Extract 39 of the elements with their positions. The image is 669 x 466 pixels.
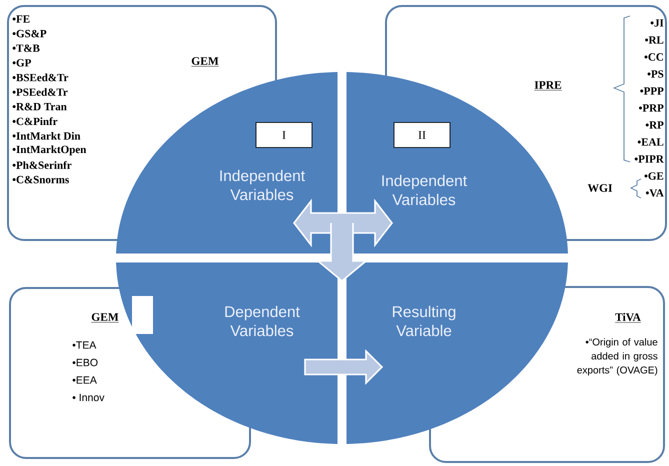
- list-item: •RP: [646, 121, 664, 129]
- list-item: •RL: [645, 36, 664, 44]
- list-item: •IntMarkt Din: [12, 132, 80, 140]
- heading: WGI: [588, 184, 612, 192]
- list-item: •T&B: [12, 44, 40, 52]
- list-item: •Ph&Serinfr: [12, 161, 72, 169]
- list-item: •PIPR: [634, 155, 664, 163]
- list-item: •JI: [650, 19, 664, 27]
- label-box: II: [394, 122, 450, 148]
- heading: TiVA: [614, 312, 642, 323]
- list-item: •VA: [646, 189, 664, 197]
- list-item: •C&Snorms: [12, 176, 69, 184]
- list-item: •BSEed&Tr: [12, 74, 68, 82]
- list-item: •“Origin of value added in gross exports” (OVAGE): [577, 338, 658, 376]
- list-item: •PRP: [639, 104, 664, 112]
- label-box: I: [256, 122, 312, 148]
- list-item: •TEA: [72, 341, 96, 349]
- list-item: •PPP: [640, 87, 664, 95]
- list-item: •EBO: [72, 358, 98, 366]
- list-item: •PSEed&Tr: [12, 88, 68, 96]
- heading: GEM: [191, 57, 219, 66]
- list-item: •EAL: [638, 138, 664, 146]
- list-item: •GP: [12, 59, 31, 66]
- list-item: •GS&P: [12, 30, 46, 38]
- list-item: •GE: [644, 172, 664, 180]
- list-item: •CC: [644, 53, 663, 61]
- list-item: •R&D Tran: [12, 102, 67, 110]
- list-item: •C&Pinfr: [12, 117, 58, 126]
- list-item: •FE: [12, 15, 30, 23]
- heading: IPRE: [534, 81, 562, 90]
- list-item: •EEA: [72, 376, 97, 384]
- heading: GEM: [91, 313, 119, 322]
- block-arrow: [304, 349, 384, 385]
- block-arrow: [316, 222, 368, 282]
- list-item: •PS: [648, 70, 664, 78]
- list-item: • Innov: [72, 394, 104, 402]
- block-arrow: [293, 198, 394, 248]
- list-item: •IntMarktOpen: [12, 145, 86, 156]
- circle-quadrant: Resulting Variable: [346, 262, 568, 444]
